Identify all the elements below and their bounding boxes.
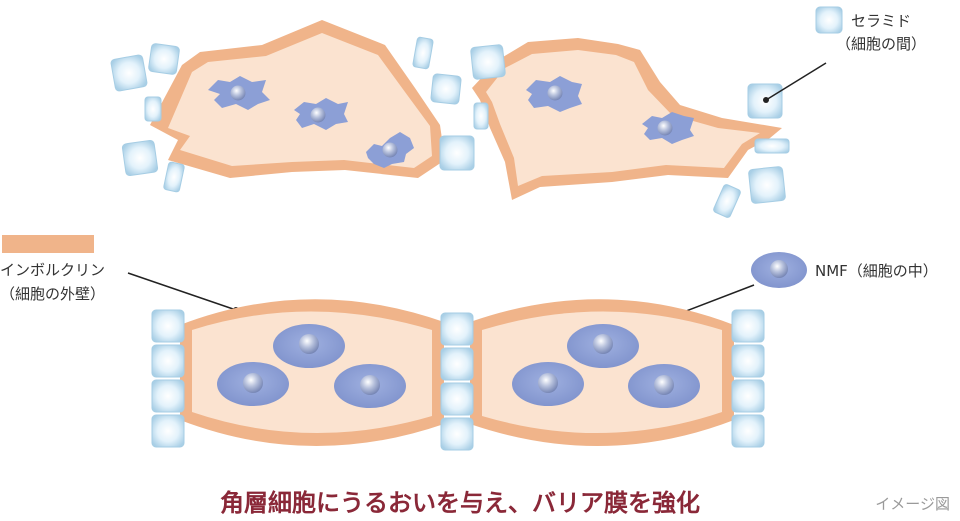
damaged-nmf-2 <box>294 98 348 130</box>
involucrin-leader-line <box>127 272 237 311</box>
ceramide-square <box>110 54 148 92</box>
damaged-nmf-3 <box>366 132 414 168</box>
ceramide-square <box>473 102 489 130</box>
ceramide-square <box>151 414 185 448</box>
ceramide-square <box>731 309 765 343</box>
ceramide-square <box>148 43 180 75</box>
nmf-blob <box>334 364 406 408</box>
ceramide-square <box>151 379 185 413</box>
ceramide-square <box>151 309 185 343</box>
nmf-blob <box>567 324 639 368</box>
nmf-blob <box>628 364 700 408</box>
ceramide-column-middle <box>440 312 474 451</box>
ceramide-column-left <box>151 309 185 448</box>
damaged-nmf-5 <box>642 112 694 144</box>
ceramide-square <box>440 312 474 346</box>
ceramide-column-right <box>731 309 765 448</box>
ceramide-legend: セラミド （細胞の間） <box>763 6 926 103</box>
ceramide-square <box>731 414 765 448</box>
ceramide-square <box>163 161 185 193</box>
ceramide-square <box>731 379 765 413</box>
damaged-cell-left-inner <box>168 33 432 168</box>
nmf-blob <box>273 324 345 368</box>
ceramide-square <box>412 36 434 70</box>
ceramide-square <box>439 135 475 171</box>
ceramide-square <box>470 44 506 80</box>
ceramide-sublabel: （細胞の間） <box>836 35 926 53</box>
nmf-legend-core <box>770 260 788 278</box>
involucrin-legend: インボルクリン （細胞の外壁） <box>0 235 239 313</box>
ceramide-square <box>731 344 765 378</box>
diagram-caption: 角層細胞にうるおいを与え、バリア膜を強化 <box>220 489 700 517</box>
ceramide-square <box>440 417 474 451</box>
nmf-blob <box>217 362 289 406</box>
damaged-cells-group <box>110 20 790 218</box>
ceramide-leader-line <box>765 62 827 101</box>
ceramide-square <box>440 347 474 381</box>
ceramide-square <box>754 138 790 154</box>
damaged-nmf-1 <box>208 76 270 110</box>
ceramide-square <box>144 96 162 122</box>
involucrin-sublabel: （細胞の外壁） <box>0 285 105 303</box>
involucrin-label: インボルクリン <box>0 261 105 279</box>
involucrin-legend-bar <box>2 235 94 253</box>
healthy-cells-group <box>151 299 765 451</box>
ceramide-legend-icon <box>815 6 843 34</box>
ceramide-label: セラミド <box>851 12 911 30</box>
nmf-label: NMF（細胞の中） <box>815 262 938 280</box>
ceramide-square <box>151 344 185 378</box>
damaged-nmf-4 <box>526 76 582 112</box>
image-note: イメージ図 <box>875 495 950 513</box>
ceramide-square <box>748 166 786 204</box>
ceramide-leader-dot <box>763 97 769 103</box>
ceramide-square <box>121 139 159 177</box>
nmf-blob <box>512 362 584 406</box>
ceramide-square <box>440 382 474 416</box>
ceramide-square <box>713 184 741 218</box>
ceramide-square <box>430 73 462 105</box>
scattered-ceramides <box>110 36 790 218</box>
